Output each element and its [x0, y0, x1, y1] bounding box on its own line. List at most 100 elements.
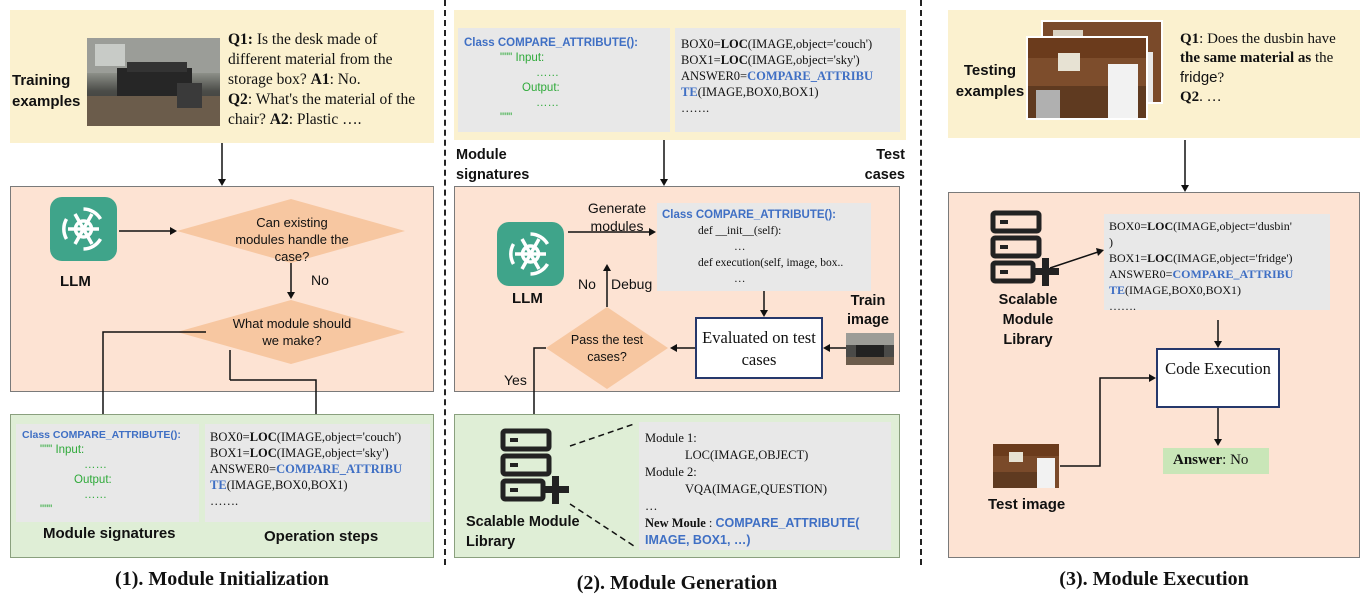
yes-label: Yes	[504, 372, 527, 388]
testing-qa-text: Q1: Does the dusbin have the same materi…	[1180, 30, 1352, 107]
panel-separator-2	[920, 0, 922, 565]
p3-l1a: BOX0=	[1109, 219, 1148, 233]
gen-l2: …	[734, 241, 746, 253]
diamond-pass-tests	[546, 307, 668, 389]
lib-new-label: New Moule	[645, 516, 706, 530]
ops-l1a: BOX0=	[210, 430, 250, 444]
training-examples-label: Training examples	[12, 72, 81, 110]
p3-l2c: (IMAGE,object='fridge')	[1173, 251, 1293, 265]
p3-l1c: (IMAGE,object='dusbin'	[1173, 219, 1292, 233]
p2-ops-l2b: LOC	[720, 53, 748, 67]
ops-l3a: ANSWER0=	[210, 462, 277, 476]
p3-l4a: TE	[1109, 283, 1126, 297]
a1-text: : No.	[329, 71, 361, 88]
test-image-label: Test image	[988, 496, 1066, 513]
t-q1-label: Q1	[1180, 31, 1200, 47]
p2-ops-l1c: (IMAGE,object='couch')	[747, 37, 873, 51]
sig-l2: ……	[84, 459, 107, 471]
p2-ops-l5: …….	[681, 101, 710, 115]
answer-value: : No	[1222, 452, 1249, 468]
q2-label: Q2	[228, 91, 248, 108]
sig-l5: """	[40, 504, 53, 516]
diamond-existing-modules	[177, 199, 405, 263]
p2-ops-l1a: BOX0=	[681, 37, 721, 51]
p2-ops-l3b: COMPARE_ATTRIBU	[747, 69, 874, 83]
diamond-pass-tests-label: Pass the test cases?	[570, 333, 644, 364]
p2-ops-l3a: ANSWER0=	[681, 69, 748, 83]
p2-ops-l4b: (IMAGE,BOX0,BOX1)	[697, 85, 819, 99]
p2-test-cases-label: Test cases	[864, 147, 905, 183]
lib-new-sep: :	[705, 516, 716, 530]
no-label-1: No	[311, 272, 329, 288]
caption-module-generation: (2). Module Generation	[576, 572, 778, 594]
ops-l4a: TE	[210, 478, 227, 492]
lib-m2v: VQA(IMAGE,QUESTION)	[685, 482, 827, 496]
diamond-what-module-label: What module should we make?	[232, 316, 352, 348]
p3-l1b: LOC	[1147, 219, 1174, 233]
panel2-ops-code: BOX0=LOC(IMAGE,object='couch') BOX1=LOC(…	[675, 28, 900, 132]
a2-label: A2	[269, 111, 289, 128]
p3-l1d: )	[1109, 235, 1113, 249]
p2-ops-l2c: (IMAGE,object='sky')	[747, 53, 860, 67]
panel2-signature-code: Class COMPARE_ATTRIBUTE(): """ Input: ………	[458, 28, 670, 132]
t-q1-a: : Does the dusbin have	[1199, 31, 1336, 47]
q1-label: Q1:	[228, 31, 253, 48]
p2-ops-l2a: BOX1=	[681, 53, 721, 67]
sig-l1: """ Input:	[40, 444, 85, 456]
module-library-icon	[500, 428, 569, 504]
p2-sig-l2: ……	[536, 67, 559, 79]
lib-new-b: IMAGE, BOX1, …)	[645, 533, 751, 547]
a1-label: A1	[310, 71, 330, 88]
q1-text: Is the desk made of different material f…	[228, 31, 393, 88]
panel3-flow-svg	[1049, 140, 1222, 467]
photo-thumbnail	[846, 333, 894, 365]
gen-l4: …	[734, 273, 746, 285]
code-execution-label: Code Execution	[1165, 359, 1271, 378]
panel2-flow-svg	[530, 140, 846, 430]
gen-l3: def execution(self, image, box..	[698, 257, 844, 269]
module-library-icon	[990, 210, 1059, 286]
lib-m2: Module 2:	[645, 465, 697, 479]
llm-label: LLM	[60, 273, 91, 290]
ops-l3b: COMPARE_ATTRIBU	[276, 462, 403, 476]
code-execution-box: Code Execution	[1156, 348, 1280, 408]
testing-examples-label: Testing examples	[955, 62, 1025, 100]
p2-sig-l5: """	[500, 112, 513, 124]
q2-text: : What's the material of the chair?	[228, 91, 416, 128]
training-examples-box	[10, 10, 434, 143]
ops-l5: …….	[210, 494, 239, 508]
p2-no-label: No	[578, 276, 596, 292]
photo-thumbnail	[993, 444, 1059, 488]
openai-logo-icon	[50, 197, 117, 261]
debug-label: Debug	[611, 276, 653, 292]
t-q1-d: fridge	[1180, 69, 1218, 86]
diamond-existing-modules-label: Can existing modules handle the case?	[235, 215, 349, 264]
sig-class-line: Class COMPARE_ATTRIBUTE():	[22, 429, 181, 441]
t-q1-c: the	[1311, 50, 1334, 66]
ops-l4b: (IMAGE,BOX0,BOX1)	[226, 478, 348, 492]
p3-l4b: (IMAGE,BOX0,BOX1)	[1125, 283, 1242, 297]
panel1-flow-svg	[99, 143, 405, 426]
library-list: Module 1: LOC(IMAGE,OBJECT) Module 2: VQ…	[639, 422, 891, 550]
panel-separator-1	[444, 0, 446, 565]
lib-m1v: LOC(IMAGE,OBJECT)	[685, 448, 809, 462]
caption-module-execution: (3). Module Execution	[1059, 568, 1249, 590]
p2-sig-l4: ……	[536, 97, 559, 109]
answer-label: Answer	[1173, 452, 1223, 468]
openai-logo-icon	[497, 222, 564, 286]
photo-thumbnail	[1028, 38, 1146, 118]
module-signature-code: Class COMPARE_ATTRIBUTE(): """ Input: ………	[16, 424, 199, 522]
train-image-label: Train image	[847, 293, 889, 328]
execution-code: BOX0=LOC(IMAGE,object='dusbin' ) BOX1=LO…	[1104, 214, 1330, 313]
a2-text: : Plastic ….	[288, 111, 362, 128]
gen-class-line: Class COMPARE_ATTRIBUTE():	[662, 209, 836, 221]
p2-sig-l3: Output:	[522, 82, 560, 94]
p2-sig-class-line: Class COMPARE_ATTRIBUTE():	[464, 37, 638, 49]
module-signatures-label: Module signatures	[43, 525, 176, 542]
photo-thumbnail	[87, 38, 220, 126]
p2-module-signatures-label: Module signatures	[456, 147, 530, 183]
t-q1-b: the same material as	[1180, 50, 1312, 66]
p3-library-label: Scalable Module Library	[998, 292, 1058, 348]
lib-new-a: COMPARE_ATTRIBUTE(	[715, 516, 860, 530]
sig-l4: ……	[84, 489, 107, 501]
